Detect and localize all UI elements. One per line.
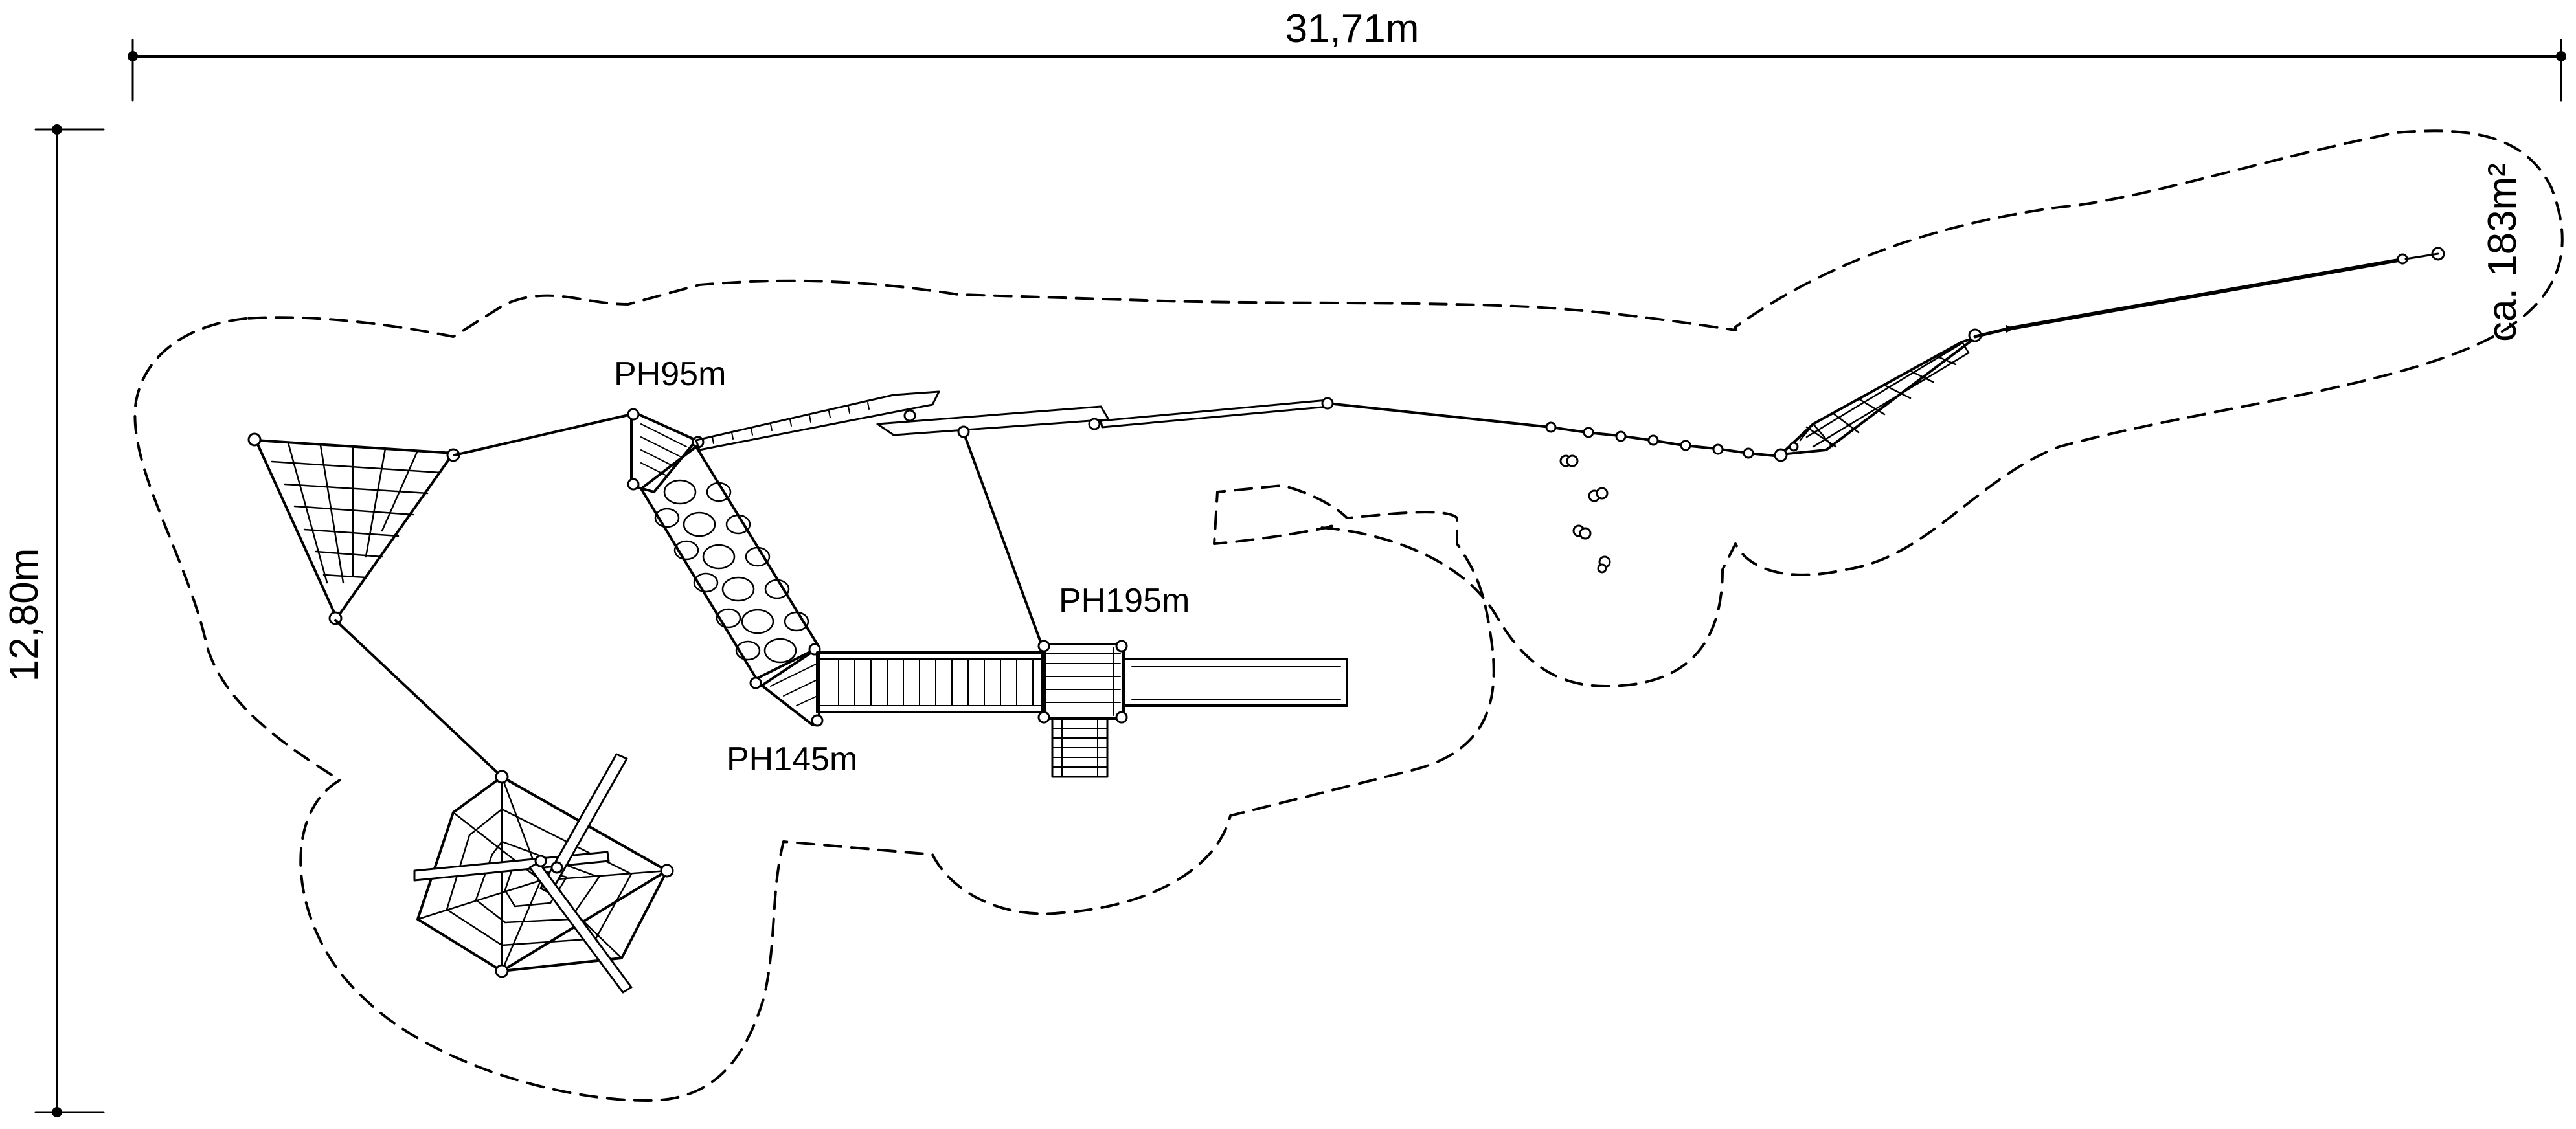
platform-ph145: PH145m [727,643,857,778]
stepping-stones [1559,454,1611,574]
platform-ph95: PH95m [614,355,726,493]
height-dimension: 12,80m [2,124,105,1117]
horizontal-bridge [816,651,1046,713]
diamond-net-tunnel [1774,328,1982,462]
label-ph145: PH145m [727,741,857,778]
rope-bolts [1545,421,1754,459]
label-ph195: PH195m [1059,582,1190,620]
zipline-rope [1973,247,2445,339]
platform-ph195: PH195m [1037,582,1190,724]
access-ladder [1051,717,1109,778]
upper-balance-beam [695,390,1334,451]
climbing-ramp [640,445,820,687]
width-dimension: 31,71m [128,6,2566,102]
height-dimension-label: 12,80m [2,548,47,682]
triangle-climbing-net [247,432,460,625]
width-dimension-label: 31,71m [1285,6,1419,51]
hexagon-spider-net [413,753,674,994]
slide [1122,658,1348,707]
safety-area-boundary [133,129,2564,1102]
area-label: ca. 183m² [2480,163,2525,342]
label-ph95: PH95m [614,355,726,393]
